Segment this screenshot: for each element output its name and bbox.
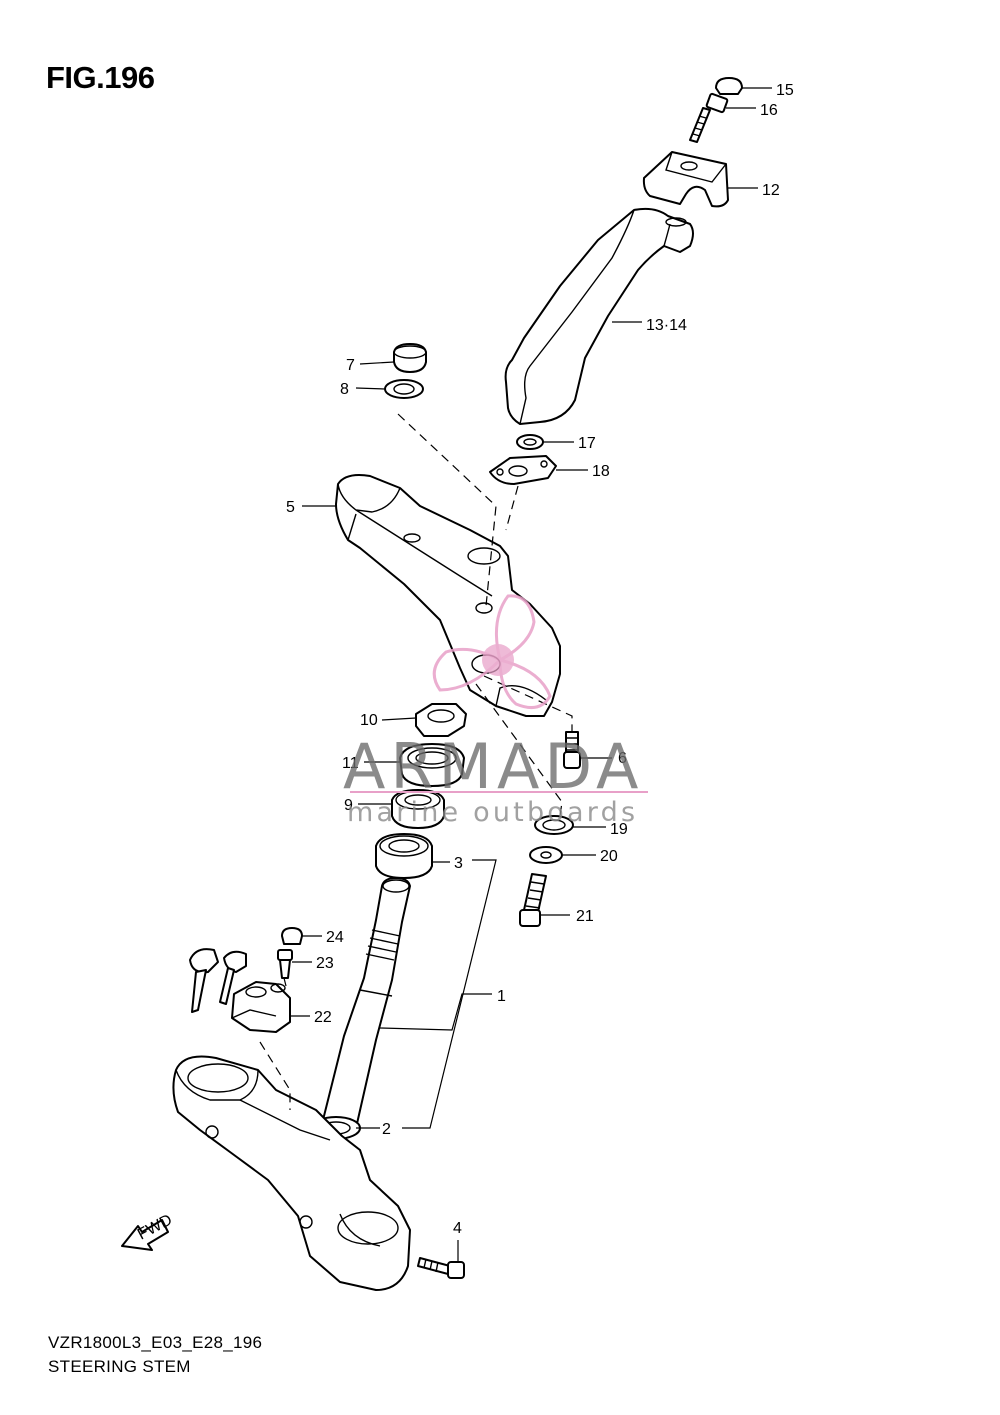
- callout-5: 5: [286, 499, 295, 516]
- watermark-tagline: marine outboards: [347, 797, 639, 828]
- part-23-screw[interactable]: [277, 949, 293, 979]
- part-24-cap[interactable]: [281, 927, 303, 945]
- callout-16: 16: [760, 102, 778, 119]
- propeller-logo-icon: [432, 594, 552, 710]
- fwd-arrow-icon: FWD: [121, 1211, 175, 1251]
- callout-10: 10: [360, 712, 378, 729]
- callout-13-14: 13·14: [646, 317, 687, 334]
- callout-9: 9: [344, 797, 353, 814]
- part-10-steering-nut[interactable]: [415, 703, 467, 737]
- part-16-bolt[interactable]: [689, 92, 729, 143]
- callout-24: 24: [326, 929, 344, 946]
- callout-1: 1: [497, 988, 506, 1005]
- part-4-bolt[interactable]: [417, 1257, 465, 1279]
- part-17-washer[interactable]: [516, 434, 544, 450]
- part-13-14-handlebar[interactable]: [504, 207, 694, 425]
- lower-bracket[interactable]: [172, 1055, 411, 1291]
- callout-7: 7: [346, 357, 355, 374]
- assembly-lines: [259, 413, 573, 1110]
- callout-12: 12: [762, 182, 780, 199]
- part-11-seal[interactable]: [399, 743, 465, 787]
- callout-15: 15: [776, 82, 794, 99]
- part-6-bolt[interactable]: [563, 731, 581, 769]
- key-icon: [189, 948, 247, 1013]
- part-18-plate[interactable]: [489, 455, 557, 485]
- part-1-steering-stem[interactable]: [321, 877, 411, 1129]
- part-9-bearing[interactable]: [391, 789, 445, 829]
- part-19-washer[interactable]: [534, 815, 574, 835]
- part-5-upper-bracket[interactable]: [335, 474, 561, 717]
- callout-8: 8: [340, 381, 349, 398]
- callout-2: 2: [382, 1121, 391, 1138]
- callout-3: 3: [454, 855, 463, 872]
- part-8-washer[interactable]: [384, 379, 424, 399]
- part-7-cap-nut[interactable]: [393, 343, 427, 373]
- callout-21: 21: [576, 908, 594, 925]
- part-15-cap[interactable]: [715, 77, 743, 95]
- part-20-washer[interactable]: [529, 846, 563, 864]
- callout-labels: 15 16 12 13·14 7 8 17 18 5 10 6 11 9 19 …: [286, 82, 794, 1237]
- leader-lines: [290, 87, 772, 1262]
- callout-18: 18: [592, 463, 610, 480]
- callout-23: 23: [316, 955, 334, 972]
- callout-11: 11: [342, 755, 359, 772]
- watermark-brand: ARMADA: [343, 730, 644, 803]
- callout-6: 6: [618, 750, 627, 767]
- section-name: STEERING STEM: [48, 1357, 191, 1376]
- part-12-handlebar-clamp[interactable]: [642, 151, 729, 208]
- figure-title: FIG.196: [46, 60, 155, 95]
- callout-22: 22: [314, 1009, 332, 1026]
- part-3-bearing[interactable]: [375, 833, 433, 879]
- part-21-bolt[interactable]: [519, 873, 547, 927]
- callout-17: 17: [578, 435, 596, 452]
- callout-4: 4: [453, 1220, 462, 1237]
- callout-19: 19: [610, 821, 628, 838]
- model-code: VZR1800L3_E03_E28_196: [48, 1333, 263, 1352]
- part-22-steering-lock[interactable]: [231, 981, 291, 1033]
- callout-20: 20: [600, 848, 618, 865]
